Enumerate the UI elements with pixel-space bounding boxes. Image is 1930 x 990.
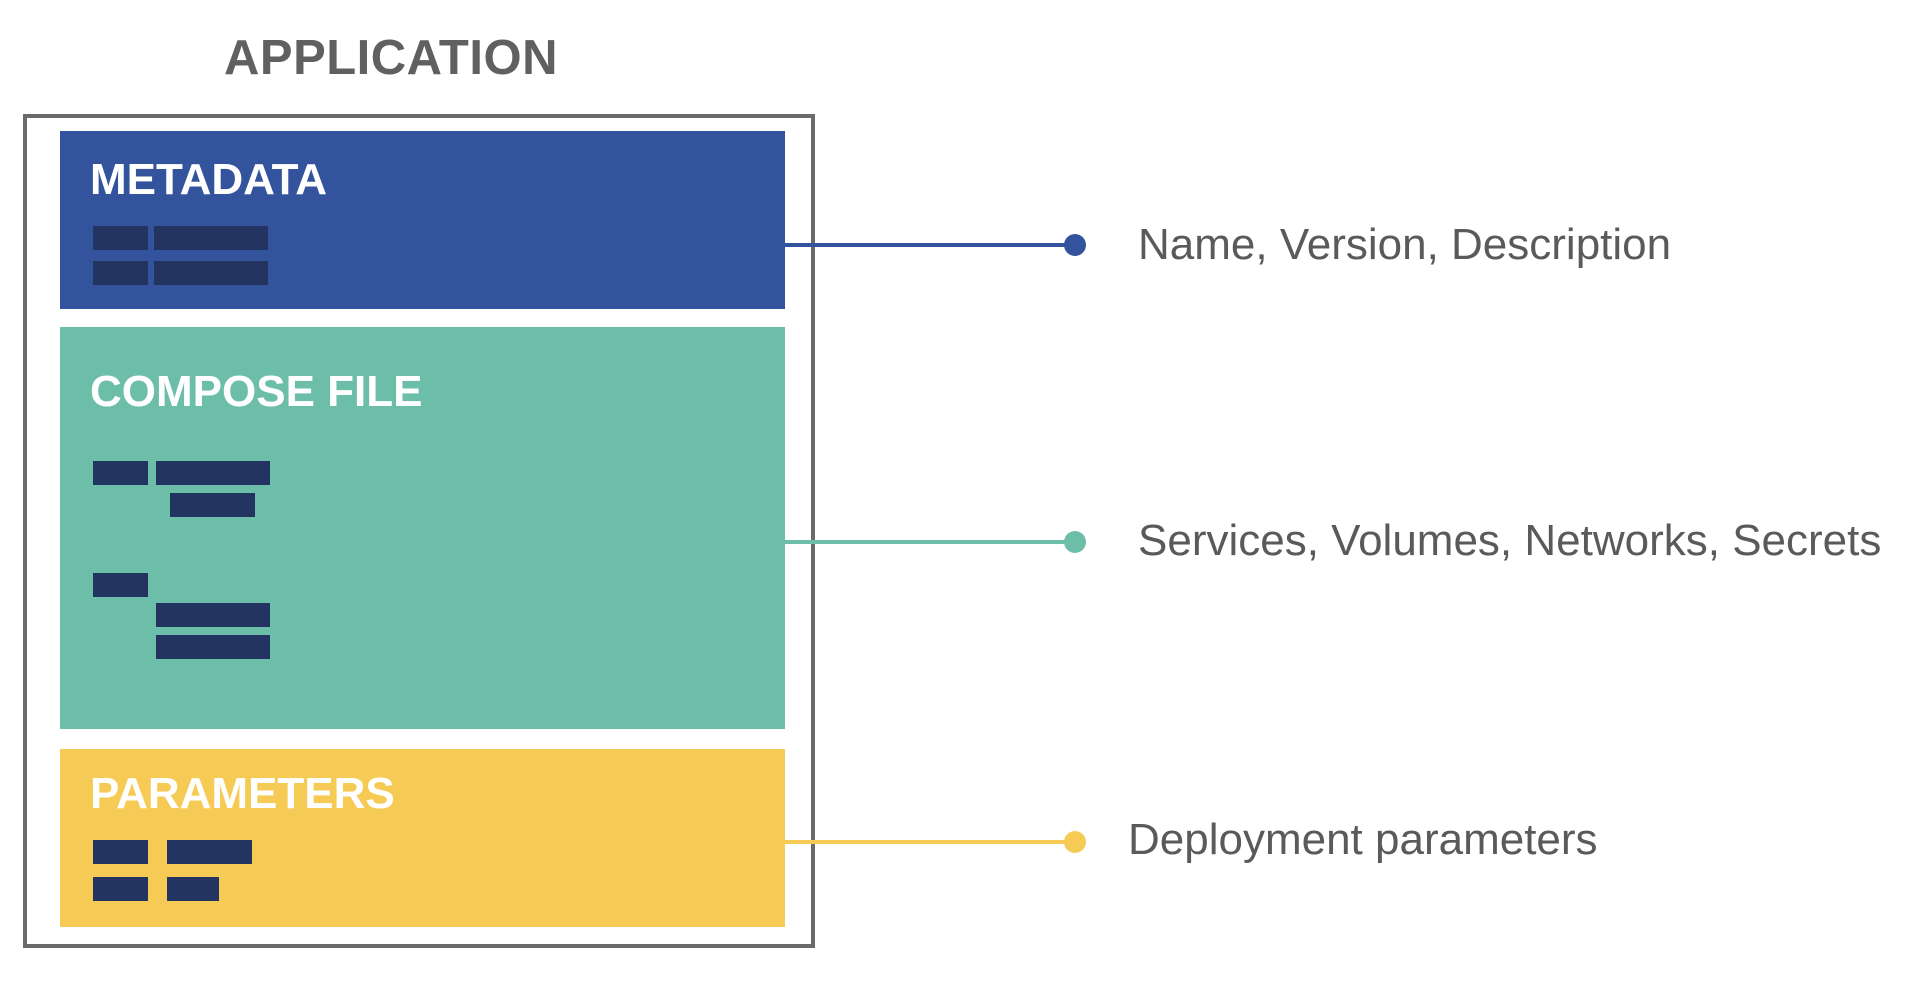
metadata-key-bar xyxy=(93,261,148,285)
compose-value-bar xyxy=(156,603,270,627)
compose-value-bar xyxy=(156,635,270,659)
compose-connector-dot xyxy=(1064,531,1086,553)
metadata-key-bar xyxy=(93,226,148,250)
metadata-value-bar xyxy=(154,261,268,285)
metadata-connector-dot xyxy=(1064,234,1086,256)
compose-key-bar xyxy=(93,573,148,597)
parameters-block: PARAMETERS xyxy=(60,749,785,927)
metadata-block: METADATA xyxy=(60,131,785,309)
parameters-description: Deployment parameters xyxy=(1128,815,1598,864)
metadata-description: Name, Version, Description xyxy=(1138,220,1672,269)
parameters-connector-line xyxy=(785,840,1075,844)
diagram-title: APPLICATION xyxy=(224,31,558,85)
parameters-value-bar xyxy=(167,840,252,864)
compose-description: Services, Volumes, Networks, Secrets xyxy=(1138,516,1882,565)
application-frame xyxy=(23,114,815,948)
compose-key-bar xyxy=(93,461,148,485)
metadata-label: METADATA xyxy=(90,155,328,204)
parameters-key-bar xyxy=(93,877,148,901)
parameters-connector-dot xyxy=(1064,831,1086,853)
compose-file-label: COMPOSE FILE xyxy=(90,367,423,416)
compose-value-bar xyxy=(170,493,255,517)
parameters-key-bar xyxy=(93,840,148,864)
compose-file-block: COMPOSE FILE xyxy=(60,327,785,729)
metadata-connector-line xyxy=(785,243,1075,247)
compose-value-bar xyxy=(156,461,270,485)
metadata-value-bar xyxy=(154,226,268,250)
parameters-label: PARAMETERS xyxy=(90,769,395,818)
parameters-value-bar xyxy=(167,877,219,901)
compose-connector-line xyxy=(785,540,1075,544)
